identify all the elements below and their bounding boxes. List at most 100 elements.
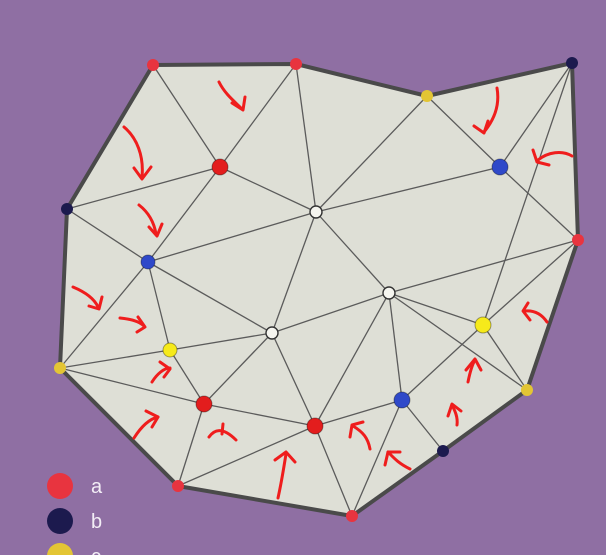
arrow-head xyxy=(132,165,153,181)
arrow-head xyxy=(158,360,172,379)
arrow-4 xyxy=(71,285,104,311)
vertex-i1-red xyxy=(211,158,229,176)
edge-i10-i3 xyxy=(169,332,273,351)
arrow-shaft xyxy=(122,125,144,179)
hand-drawn-arrows xyxy=(71,80,574,500)
triangulation-edges xyxy=(59,62,579,517)
edge-i10-i11 xyxy=(271,292,390,334)
arrow-shaft xyxy=(450,403,459,427)
arrow-14 xyxy=(521,301,549,324)
edge-h2-i9 xyxy=(295,63,317,213)
arrow-shaft xyxy=(536,151,574,162)
arrow-head xyxy=(348,420,365,439)
edge-i7-h4 xyxy=(482,62,573,326)
arrow-7 xyxy=(132,409,160,440)
edge-i11-h6 xyxy=(388,292,528,391)
vertex-h2-a xyxy=(290,58,302,70)
edge-i3-i4 xyxy=(169,349,205,405)
legend-label-b: b xyxy=(91,511,102,533)
vertex-i11-white xyxy=(382,286,396,300)
legend-item-b: b xyxy=(47,508,102,534)
paper-fill xyxy=(60,63,578,516)
vertex-h4-b xyxy=(566,57,578,69)
legend-item-a: a xyxy=(47,473,103,499)
arrow-9 xyxy=(273,450,297,500)
edge-i10-i9 xyxy=(271,211,317,334)
edge-i4-h9 xyxy=(177,403,205,487)
arrow-1 xyxy=(217,80,247,112)
arrow-head xyxy=(531,148,551,167)
edge-i10-i5 xyxy=(271,332,316,427)
edge-h10-i4 xyxy=(59,367,205,405)
arrow-15 xyxy=(472,86,500,135)
vertex-h7-b xyxy=(437,445,449,457)
arrow-shaft xyxy=(207,429,238,442)
edge-i1-i9 xyxy=(219,166,317,213)
vertex-i7-yellow xyxy=(474,316,492,334)
edge-h5-i11 xyxy=(388,239,579,294)
arrow-head xyxy=(147,222,164,238)
arrow-head xyxy=(464,357,483,372)
vertex-i6-blue xyxy=(393,391,411,409)
vertex-i10-white xyxy=(265,326,279,340)
arrow-5 xyxy=(118,315,147,334)
edge-h6-i7 xyxy=(482,324,528,391)
vertex-h10-c xyxy=(54,362,66,374)
arrow-head xyxy=(446,402,463,418)
edge-i10-i2 xyxy=(147,261,273,334)
arrow-6 xyxy=(150,360,172,384)
vertex-h11-b xyxy=(61,203,73,215)
edge-i2-i9 xyxy=(147,211,317,263)
legend-label-c: c xyxy=(91,546,101,555)
arrow-13 xyxy=(446,402,463,427)
vertices xyxy=(54,57,584,522)
arrow-head xyxy=(521,301,532,322)
arrow-12 xyxy=(464,357,483,384)
edge-i4-i5 xyxy=(203,403,316,427)
vertex-h5-a xyxy=(572,234,584,246)
vertex-i3-yellow xyxy=(162,342,178,358)
arrow-shaft xyxy=(132,415,160,440)
vertex-h3-c xyxy=(421,90,433,102)
polygon-outline xyxy=(58,61,580,518)
edge-i6-i7 xyxy=(401,324,484,401)
arrow-10 xyxy=(348,420,372,451)
arrow-head xyxy=(472,119,490,135)
arrow-head xyxy=(383,450,402,467)
outline-border xyxy=(58,61,580,518)
legend-label-a: a xyxy=(91,476,103,498)
edge-h3-i8 xyxy=(426,95,501,168)
edge-i2-h10 xyxy=(59,261,149,369)
arrow-3 xyxy=(137,203,164,238)
edge-h4-i8 xyxy=(499,62,573,168)
edge-i9-i11 xyxy=(315,211,390,294)
vertex-h6-c xyxy=(521,384,533,396)
polygon-paper xyxy=(60,63,578,516)
edge-i6-h8 xyxy=(351,399,403,517)
legend-dot-a xyxy=(47,473,73,499)
edge-i5-h8 xyxy=(314,425,353,517)
vertex-i2-blue xyxy=(140,254,156,270)
arrow-11 xyxy=(383,450,412,471)
arrow-shaft xyxy=(137,203,158,236)
edge-i1-i2 xyxy=(147,166,221,263)
edge-i5-i6 xyxy=(314,399,403,427)
edge-h11-i2 xyxy=(66,208,149,263)
edge-h11-i1 xyxy=(66,166,221,210)
vertex-h8-a xyxy=(346,510,358,522)
edge-h3-i9 xyxy=(315,95,428,213)
vertex-i9-white xyxy=(309,205,323,219)
legend: a b c xyxy=(47,473,103,555)
edge-h2-i1 xyxy=(219,63,297,168)
arrow-head xyxy=(144,409,160,429)
arrow-shaft xyxy=(276,452,288,500)
arrow-16 xyxy=(531,148,574,167)
arrow-head xyxy=(87,295,104,311)
arrow-head xyxy=(273,450,297,464)
edge-i11-i7 xyxy=(388,292,484,326)
edge-h5-i7 xyxy=(482,239,579,326)
vertex-h1-a xyxy=(147,59,159,71)
edge-i9-i8 xyxy=(315,166,501,213)
vertex-i4-red xyxy=(195,395,213,413)
